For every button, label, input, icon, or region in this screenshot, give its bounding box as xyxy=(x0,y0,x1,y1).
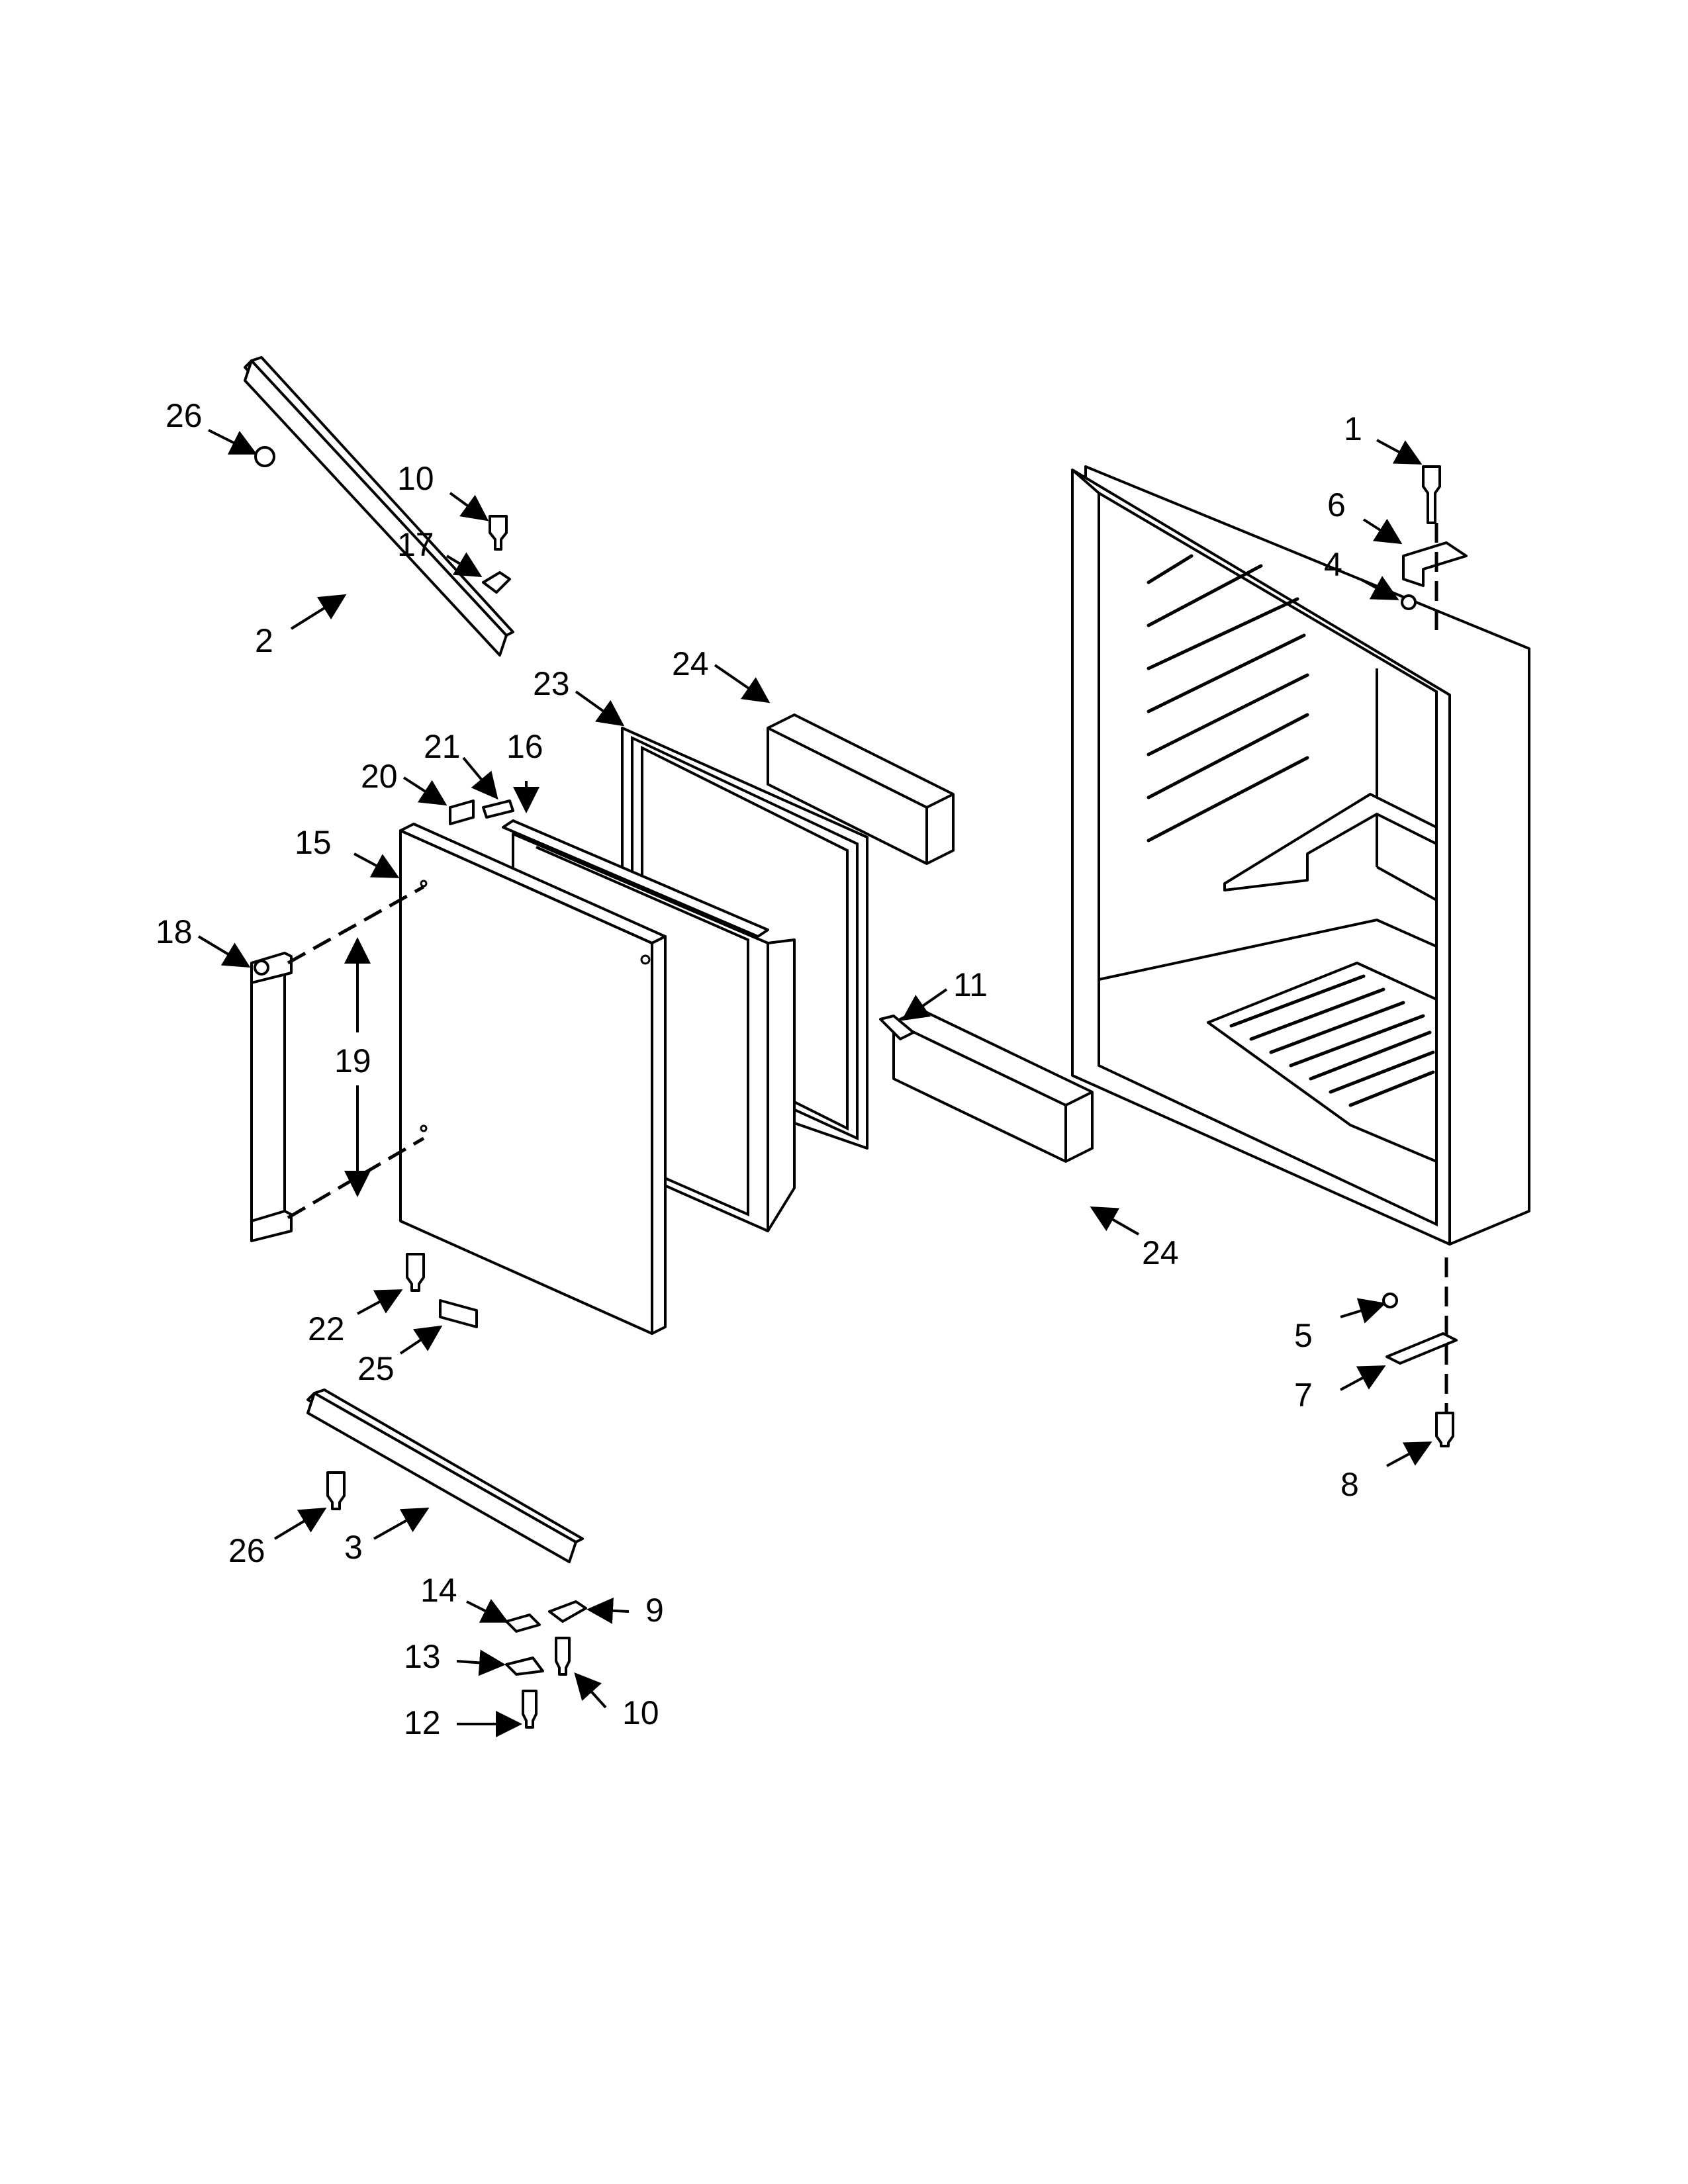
outer-door-panel xyxy=(399,823,667,1335)
label-25 xyxy=(439,1299,478,1328)
callout-22: 22 xyxy=(308,1310,345,1347)
upper-door-bin xyxy=(767,713,955,865)
hinge-washer xyxy=(1401,594,1417,610)
hinge-plate-13 xyxy=(505,1657,544,1676)
callout-2: 2 xyxy=(255,622,273,659)
top-trim-bar xyxy=(244,356,514,657)
callout-11: 11 xyxy=(953,966,988,1003)
bottom-hinge-screw xyxy=(1435,1412,1454,1447)
lower-door-bin xyxy=(892,1008,1094,1163)
screw-26-lower xyxy=(326,1471,346,1510)
callout-23: 23 xyxy=(533,665,570,702)
cabinet-shelf-ribs xyxy=(1147,554,1309,842)
callout-25: 25 xyxy=(357,1350,395,1387)
callout-10-bottom: 10 xyxy=(622,1694,659,1731)
callout-4: 4 xyxy=(1324,546,1342,583)
callout-15: 15 xyxy=(295,824,332,861)
callout-14: 14 xyxy=(420,1572,457,1609)
callout-26-top: 26 xyxy=(165,397,203,434)
callout-6: 6 xyxy=(1327,486,1346,523)
callout-26-bottom: 26 xyxy=(228,1532,265,1569)
callout-8: 8 xyxy=(1340,1466,1359,1503)
hinge-plate-9 xyxy=(548,1600,587,1623)
bottom-trim-bar xyxy=(306,1388,584,1563)
callout-17: 17 xyxy=(397,526,434,563)
floor-grille xyxy=(1207,962,1438,1163)
callout-16: 16 xyxy=(506,728,543,765)
door-handle xyxy=(250,952,293,1242)
callout-24-bottom: 24 xyxy=(1142,1234,1179,1271)
door-stop-20 xyxy=(449,799,475,825)
callout-9: 9 xyxy=(645,1592,664,1629)
hinge-screw xyxy=(1422,465,1441,524)
callout-3: 3 xyxy=(344,1529,363,1566)
leader-arrows xyxy=(197,429,1432,1737)
cabinet xyxy=(1071,465,1530,1246)
callout-5: 5 xyxy=(1294,1317,1313,1354)
screw-22 xyxy=(406,1253,425,1292)
callout-13: 13 xyxy=(404,1638,441,1675)
shelf-clip-11 xyxy=(879,1015,915,1040)
handle-alignment-lower xyxy=(287,1136,425,1220)
callout-24-top: 24 xyxy=(672,645,709,682)
callout-labels: 26 10 17 2 1 6 4 23 24 21 16 20 15 18 19… xyxy=(156,397,1362,1741)
screw-12 xyxy=(522,1690,538,1729)
callout-19: 19 xyxy=(334,1042,371,1079)
handle-alignment-upper xyxy=(287,885,425,965)
callout-7: 7 xyxy=(1294,1377,1313,1414)
callout-1: 1 xyxy=(1344,410,1362,447)
callout-21: 21 xyxy=(424,728,461,765)
callout-20: 20 xyxy=(361,758,398,795)
bottom-hinge-bracket xyxy=(1385,1332,1458,1365)
screw-10-lower xyxy=(555,1637,571,1676)
bottom-hinge-assembly xyxy=(1382,1257,1458,1447)
callout-12: 12 xyxy=(404,1704,441,1741)
hinge-pin-17 xyxy=(482,571,511,594)
top-hinge-assembly xyxy=(1401,465,1468,635)
callout-10-top: 10 xyxy=(397,460,434,497)
top-trim-screw xyxy=(254,446,275,467)
callout-18: 18 xyxy=(156,913,193,950)
hinge-part-14 xyxy=(505,1614,541,1633)
crisper-shelf xyxy=(1223,793,1438,891)
door-screw-21 xyxy=(482,799,514,819)
bottom-hinge-washer xyxy=(1382,1293,1398,1308)
top-hinge-screw-10 xyxy=(489,515,508,551)
